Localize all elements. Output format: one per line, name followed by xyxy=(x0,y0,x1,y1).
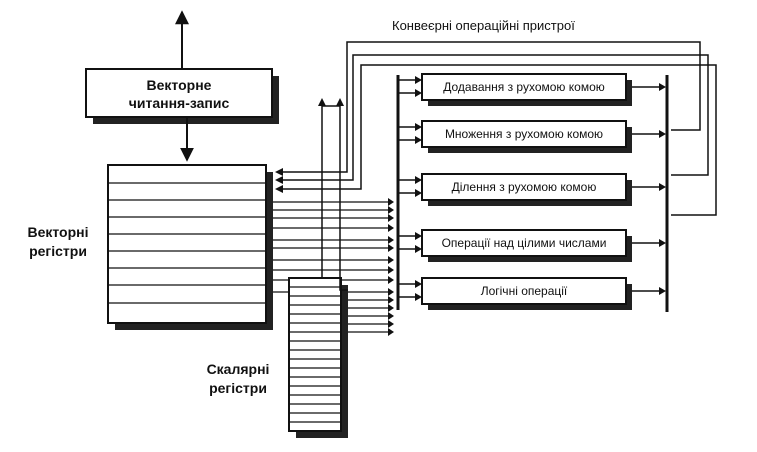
unit-input-lines xyxy=(398,79,416,298)
diagram-title: Конвеєрні операційні пристрої xyxy=(392,18,575,33)
unit-output-lines xyxy=(632,86,660,292)
unit-label-3: Операції над цілими числами xyxy=(441,236,607,250)
scalar-registers-label-line1: Скалярні xyxy=(206,361,270,377)
vector-rw-label-line2: читання-запис xyxy=(128,95,230,111)
scalar-registers-label-line2: регістри xyxy=(209,380,267,396)
unit-box-3 xyxy=(421,229,632,262)
unit-label-2: Ділення з рухомою комою xyxy=(451,180,597,194)
unit-box-4 xyxy=(421,277,632,310)
vector-registers-label-line1: Векторні xyxy=(27,224,89,240)
vector-registers-block xyxy=(107,164,273,330)
feedback-arrowheads xyxy=(275,98,344,193)
unit-output-arrowheads xyxy=(659,83,666,295)
vector-read-write-box xyxy=(85,68,279,124)
scalar-bus-lines xyxy=(348,299,388,333)
vector-bus-arrowheads xyxy=(388,198,394,296)
scalar-registers-block xyxy=(288,277,348,438)
unit-box-0 xyxy=(421,73,632,106)
unit-box-2 xyxy=(421,173,632,206)
vector-rw-label-line1: Векторне xyxy=(146,77,212,93)
vector-registers-label-line2: регістри xyxy=(29,243,87,259)
unit-label-4: Логічні операції xyxy=(480,284,568,298)
unit-label-1: Множення з рухомою комою xyxy=(444,127,604,141)
unit-label-0: Додавання з рухомою комою xyxy=(443,80,605,94)
unit-box-1 xyxy=(421,120,632,153)
scalar-bus-arrowheads xyxy=(388,296,394,336)
feedback-lines xyxy=(283,41,717,291)
unit-input-arrowheads xyxy=(415,76,422,301)
